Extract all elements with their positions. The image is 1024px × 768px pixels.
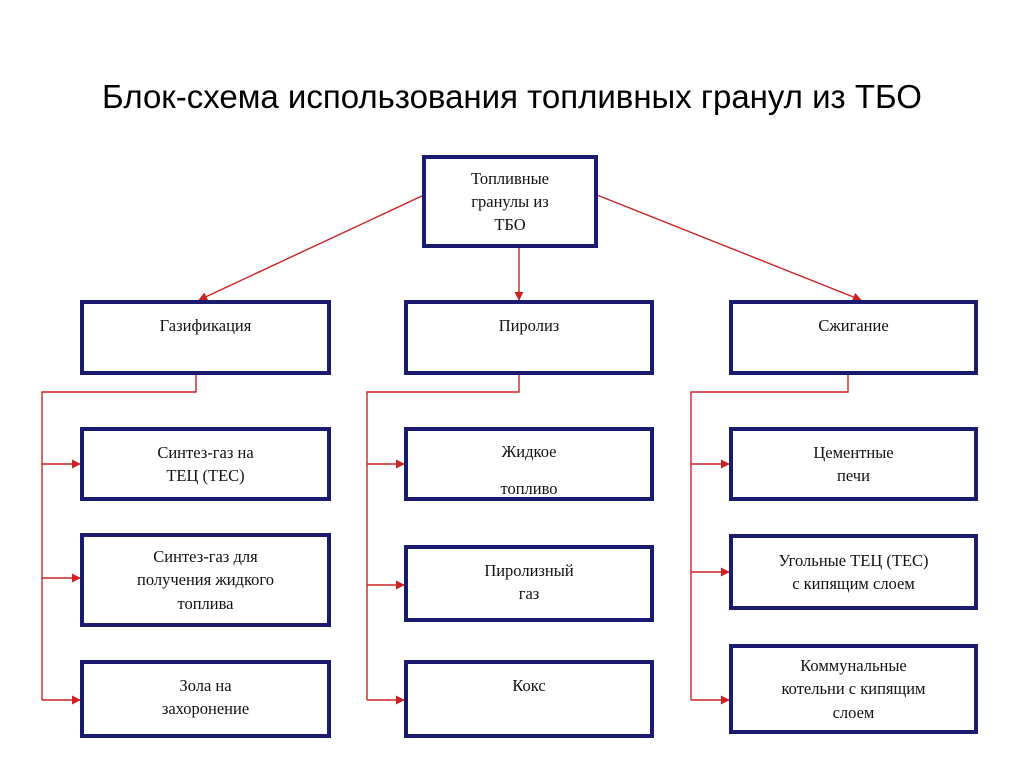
gasification-item-1-label: Синтез-газ на ТЕЦ (ТЕС) <box>157 443 254 486</box>
combustion-item-3: Коммунальные котельни с кипящим слоем <box>729 644 978 734</box>
branch-combustion: Сжигание <box>729 300 978 375</box>
arrow-root-combustion <box>596 194 862 302</box>
pyrolysis-item-2: Пиролизный газ <box>404 545 654 622</box>
pyrolysis-item-3-label: Кокс <box>512 676 546 695</box>
bracket-pyrolysis <box>366 373 520 700</box>
root-node-label: Топливные гранулы из ТБО <box>470 168 549 235</box>
combustion-item-1-label: Цементные печи <box>813 443 894 486</box>
branch-gasification: Газификация <box>80 300 331 375</box>
combustion-item-2-label: Угольные ТЕЦ (ТЕС) с кипящим слоем <box>778 550 929 593</box>
root-node: Топливные гранулы из ТБО <box>422 155 598 248</box>
combustion-item-2: Угольные ТЕЦ (ТЕС) с кипящим слоем <box>729 534 978 610</box>
combustion-item-3-label: Коммунальные котельни с кипящим слоем <box>781 656 926 722</box>
gasification-item-3: Зола на захоронение <box>80 660 331 738</box>
branch-gasification-label: Газификация <box>159 316 252 335</box>
branch-pyrolysis: Пиролиз <box>404 300 654 375</box>
pyrolysis-item-1: Жидкое топливо <box>404 427 654 501</box>
diagram-title: Блок-схема использования топливных грану… <box>102 78 922 115</box>
gasification-item-1: Синтез-газ на ТЕЦ (ТЕС) <box>80 427 331 501</box>
gasification-item-2-label: Синтез-газ для получения жидкого топлива <box>136 547 274 613</box>
branch-pyrolysis-label: Пиролиз <box>498 316 560 335</box>
bracket-combustion <box>690 373 849 700</box>
branch-combustion-label: Сжигание <box>818 316 889 335</box>
gasification-item-2: Синтез-газ для получения жидкого топлива <box>80 533 331 627</box>
gasification-item-3-label: Зола на захоронение <box>161 676 250 719</box>
pyrolysis-item-2-label: Пиролизный газ <box>484 561 574 604</box>
pyrolysis-item-3: Кокс <box>404 660 654 738</box>
arrow-root-gasification <box>198 194 425 301</box>
pyrolysis-item-1-label: Жидкое топливо <box>500 442 558 499</box>
bracket-gasification <box>41 373 197 700</box>
combustion-item-1: Цементные печи <box>729 427 978 501</box>
